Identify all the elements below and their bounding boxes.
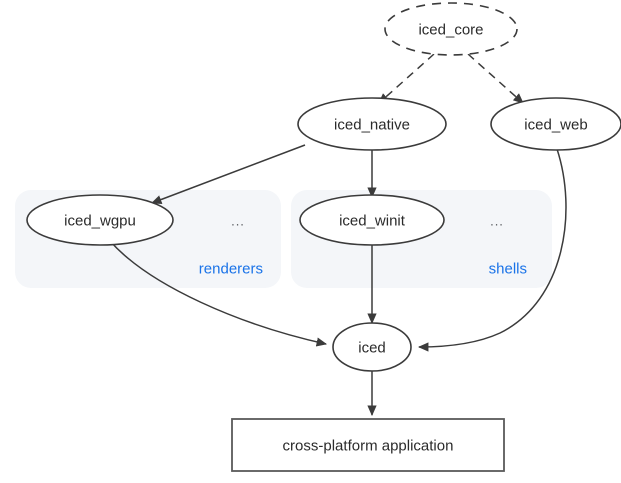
node-app-shape[interactable] bbox=[231, 418, 505, 472]
node-iced-shape[interactable] bbox=[332, 322, 412, 372]
node-iced_core[interactable]: iced_core bbox=[384, 2, 518, 56]
edge-iced_core-to-iced_native bbox=[378, 53, 435, 104]
edge-iced_native-to-iced_wgpu bbox=[151, 144, 306, 204]
node-iced_winit[interactable]: iced_winit bbox=[299, 194, 445, 246]
edge-iced_wgpu-to-iced bbox=[109, 240, 328, 347]
node-iced_web[interactable]: iced_web bbox=[490, 97, 621, 151]
node-iced_wgpu-shape[interactable] bbox=[26, 194, 174, 246]
node-iced_native[interactable]: iced_native bbox=[297, 97, 447, 151]
edge-iced_core-to-iced_web bbox=[467, 53, 524, 104]
node-iced_wgpu[interactable]: iced_wgpu bbox=[26, 194, 174, 246]
node-iced_winit-shape[interactable] bbox=[299, 194, 445, 246]
edge-iced_web-to-iced bbox=[417, 148, 567, 352]
node-cross-platform-application[interactable]: cross-platform application bbox=[231, 418, 505, 472]
node-iced_web-shape[interactable] bbox=[490, 97, 621, 151]
node-iced_core-shape[interactable] bbox=[384, 2, 518, 56]
node-iced[interactable]: iced bbox=[332, 322, 412, 372]
node-iced_native-shape[interactable] bbox=[297, 97, 447, 151]
